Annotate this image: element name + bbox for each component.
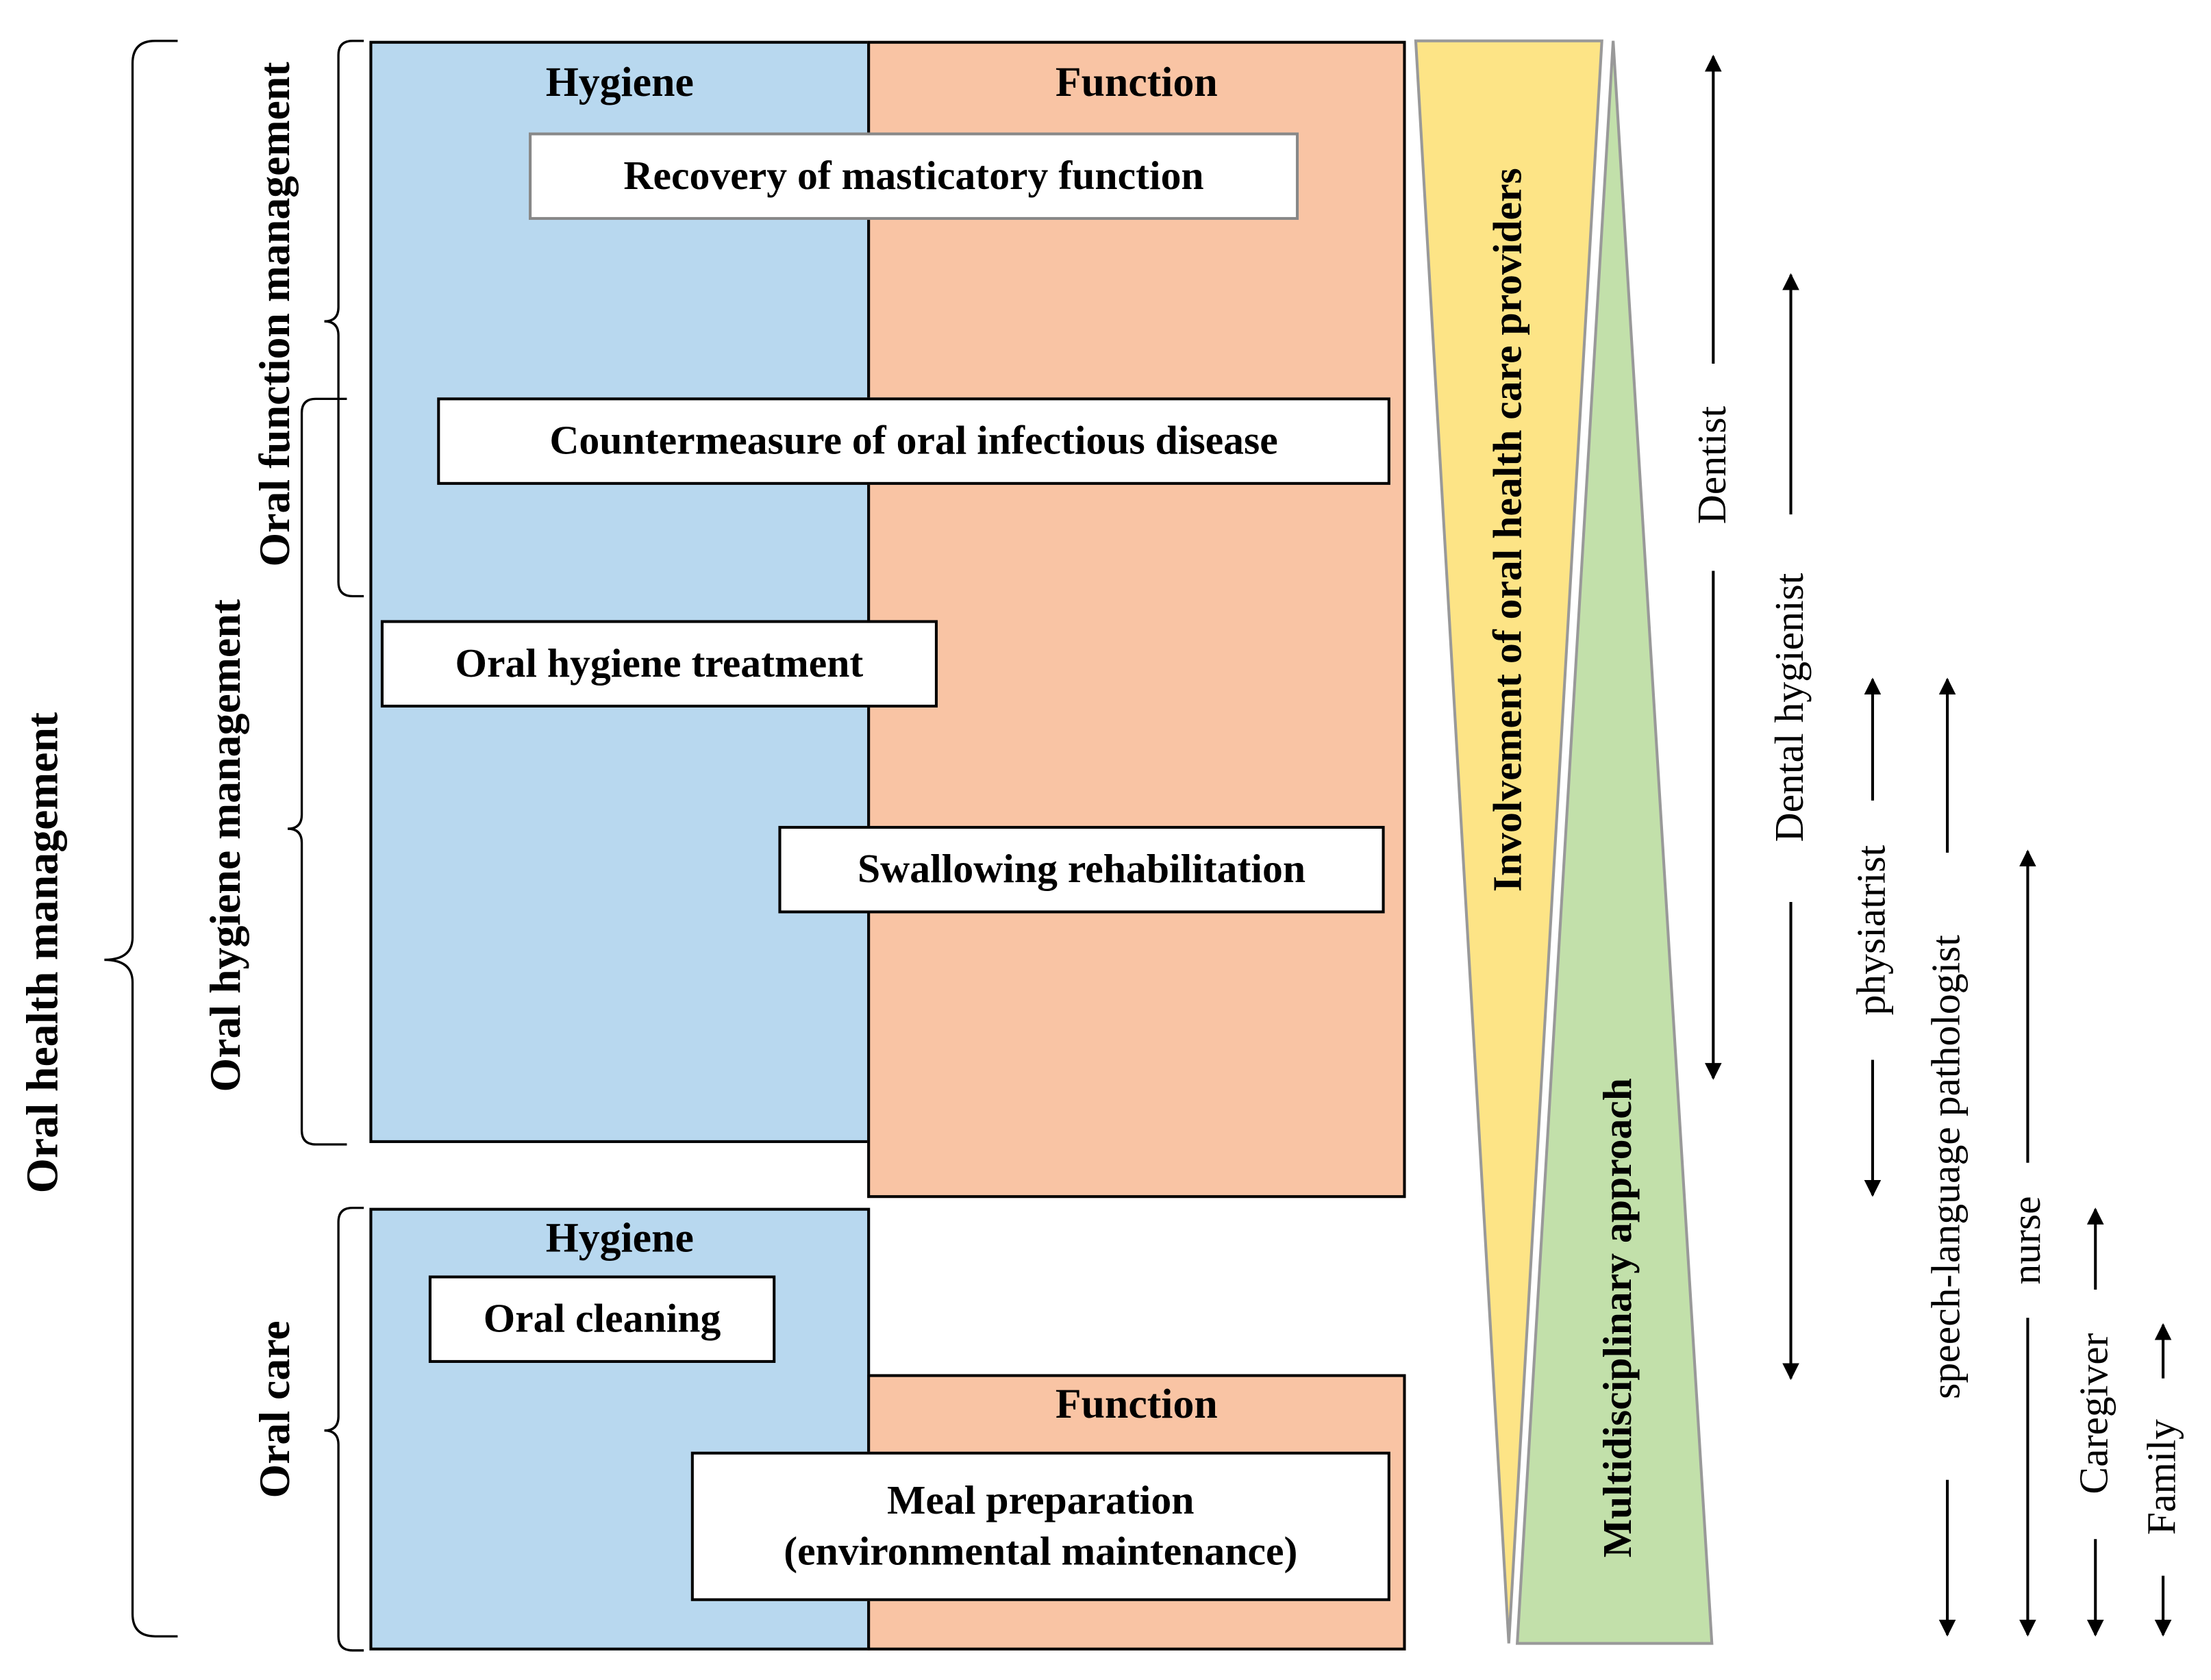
oral-hygiene-management-brace: [287, 397, 347, 1146]
oral-hygiene-management-label: Oral hygiene management: [200, 599, 250, 1092]
meal-preparation-line2: (environmental maintenance): [784, 1529, 1298, 1575]
oral-hygiene-treatment-label: Oral hygiene treatment: [380, 620, 938, 708]
upper-hygiene-header: Hygiene: [545, 59, 694, 106]
upper-function-header: Function: [1055, 59, 1218, 106]
provider-speech-language-pathologist: speech-language pathologist: [1924, 935, 1969, 1399]
meal-preparation-line1: Meal preparation: [887, 1478, 1195, 1524]
upper-function-block: [867, 40, 1406, 1199]
oral-cleaning-label: Oral cleaning: [428, 1275, 776, 1363]
provider-family: Family: [2140, 1419, 2185, 1535]
multidisciplinary-label: Multidisciplinary approach: [1595, 1078, 1641, 1558]
oral-function-management-brace: [324, 40, 364, 598]
provider-nurse: nurse: [2004, 1196, 2050, 1285]
oral-health-management-brace: [104, 40, 178, 1638]
oral-care-brace: [324, 1206, 364, 1652]
provider-physiatrist: physiatrist: [1849, 844, 1895, 1016]
provider-dentist: Dentist: [1690, 405, 1736, 525]
provider-dental-hygienist: Dental hygienist: [1767, 573, 1813, 842]
lower-function-header: Function: [1055, 1381, 1218, 1428]
masticatory-function-label: Recovery of masticatory function: [529, 132, 1299, 221]
infectious-disease-label: Countermeasure of oral infectious diseas…: [437, 397, 1390, 485]
meal-preparation-label: Meal preparation (environmental maintena…: [690, 1451, 1390, 1601]
oral-care-label: Oral care: [249, 1320, 299, 1499]
involvement-label: Involvement of oral health care provider…: [1485, 168, 1531, 892]
provider-caregiver: Caregiver: [2072, 1333, 2118, 1494]
oral-health-management-label: Oral health management: [16, 712, 67, 1194]
involvement-triangle: [1414, 39, 1603, 1644]
lower-hygiene-header: Hygiene: [545, 1214, 694, 1262]
multidisciplinary-triangle: [1515, 40, 1714, 1645]
upper-hygiene-block: [369, 40, 871, 1143]
swallowing-rehabilitation-label: Swallowing rehabilitation: [778, 825, 1385, 914]
oral-function-management-label: Oral function management: [249, 62, 299, 567]
